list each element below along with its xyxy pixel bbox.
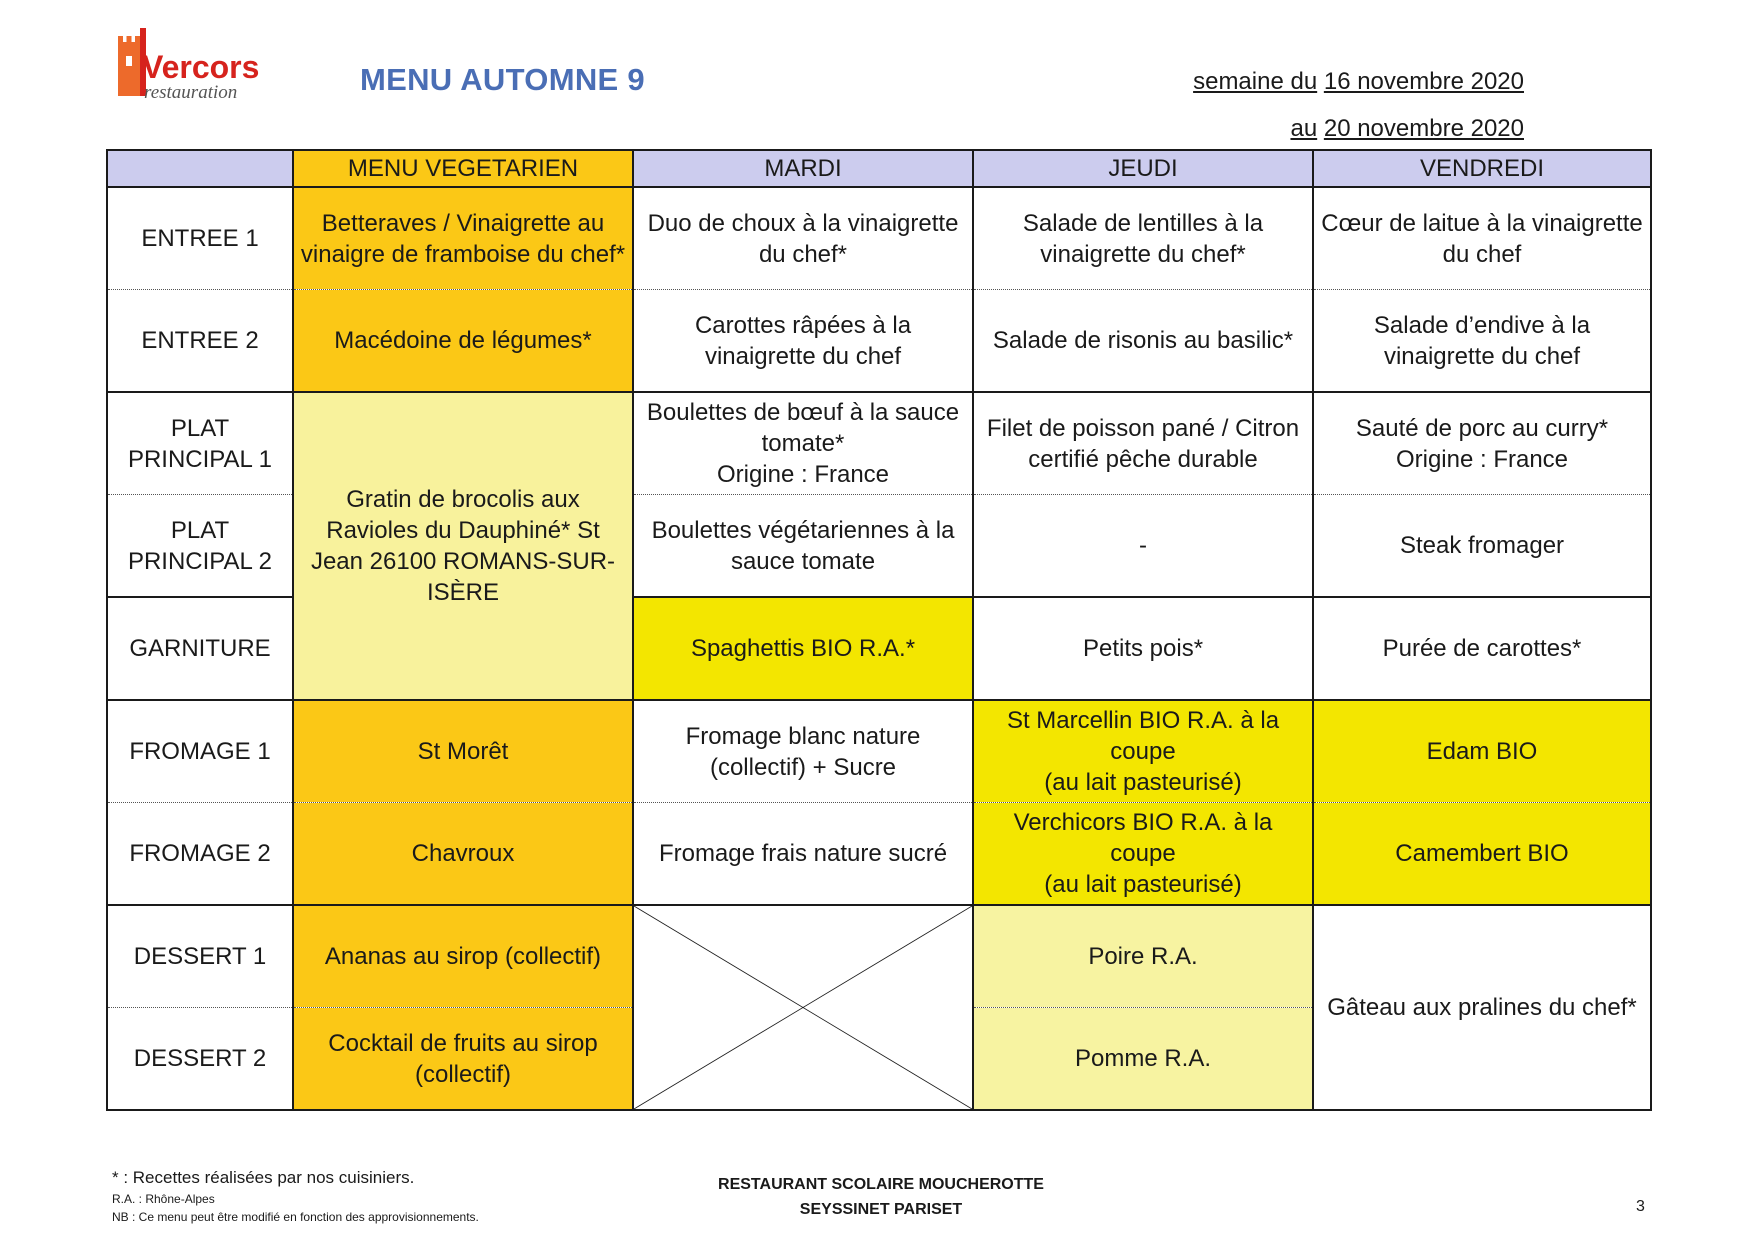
column-header-mardi: MARDI [632, 149, 974, 188]
svg-text:Vercors: Vercors [142, 49, 259, 85]
vercors-logo: Vercors restauration [118, 26, 288, 103]
table-row: DESSERT 1 Ananas au sirop (collectif) Po… [106, 904, 1652, 1111]
menu-cell: Verchicors BIO R.A. à la coupe (au lait … [972, 802, 1314, 906]
footnote-ra: R.A. : Rhône-Alpes [112, 1192, 215, 1206]
menu-cell: Carottes râpées à la vinaigrette du chef [632, 289, 974, 393]
menu-cell: Fromage blanc nature (collectif) + Sucre [632, 699, 974, 803]
menu-cell: Boulettes de bœuf à la sauce tomate* Ori… [632, 391, 974, 495]
menu-cell: Salade de lentilles à la vinaigrette du … [972, 186, 1314, 290]
menu-cell: Spaghettis BIO R.A.* [632, 596, 974, 701]
row-label: ENTREE 2 [106, 289, 294, 393]
table-row: ENTREE 2 Macédoine de légumes* Carottes … [106, 289, 1652, 393]
menu-cell-line: Origine : France [1395, 445, 1569, 473]
menu-cell: Camembert BIO [1312, 802, 1652, 906]
row-label: GARNITURE [106, 596, 294, 701]
cross-mark [634, 906, 972, 1109]
menu-cell-line: (au lait pasteurisé) [1044, 871, 1242, 898]
menu-cell: Edam BIO [1312, 699, 1652, 803]
restaurant-info: RESTAURANT SCOLAIRE MOUCHEROTTE SEYSSINE… [0, 1172, 1754, 1222]
table-row: PLAT PRINCIPAL 1 Gratin de brocolis aux … [106, 391, 1652, 701]
menu-cell-line: St Marcellin BIO R.A. à la coupe [1006, 707, 1280, 765]
menu-cell: Macédoine de légumes* [292, 289, 634, 393]
row-label: FROMAGE 1 [106, 699, 294, 803]
table-row: ENTREE 1 Betteraves / Vinaigrette au vin… [106, 186, 1652, 290]
table-row: PLAT PRINCIPAL 2 Boulettes végétariennes… [106, 494, 1652, 598]
column-header-jeudi: JEUDI [972, 149, 1314, 188]
table-header-row: MENU VEGETARIEN MARDI JEUDI VENDREDI [106, 149, 1652, 188]
menu-cell: Purée de carottes* [1312, 596, 1652, 701]
vendredi-dessert-merged-cell: Gâteau aux pralines du chef* [1312, 904, 1652, 1111]
table-row: DESSERT 2 Cocktail de fruits au sirop (c… [106, 1007, 1651, 1111]
week-from-date: 16 novembre 2020 [1323, 68, 1524, 95]
footnote-recipes: * : Recettes réalisées par nos cuisinier… [112, 1168, 415, 1187]
menu-cell: Pomme R.A. [972, 1007, 1314, 1111]
menu-cell: Fromage frais nature sucré [632, 802, 974, 906]
menu-cell: Steak fromager [1312, 494, 1652, 598]
row-label: ENTREE 1 [106, 186, 294, 290]
menu-cell: Ananas au sirop (collectif) [292, 904, 634, 1008]
menu-cell: St Marcellin BIO R.A. à la coupe (au lai… [972, 699, 1314, 803]
vegetarian-main-merged-cell: Gratin de brocolis aux Ravioles du Dauph… [292, 391, 634, 701]
menu-cell: Poire R.A. [972, 904, 1314, 1008]
menu-cell-line: Sauté de porc au curry* [1355, 414, 1609, 442]
column-header-vegetarian: MENU VEGETARIEN [292, 149, 634, 188]
menu-cell: Cœur de laitue à la vinaigrette du chef [1312, 186, 1652, 290]
restaurant-name: RESTAURANT SCOLAIRE MOUCHEROTTE [718, 1176, 1044, 1193]
row-label: DESSERT 2 [106, 1007, 294, 1111]
footnotes: * : Recettes réalisées par nos cuisinier… [112, 1168, 479, 1224]
menu-cell-line: Boulettes de bœuf à la sauce tomate* [646, 399, 960, 457]
menu-cell: Duo de choux à la vinaigrette du chef* [632, 186, 974, 290]
page-number: 3 [1636, 1198, 1645, 1215]
week-to: au 20 novembre 2020 [1290, 115, 1524, 143]
crossed-out-cell [632, 904, 974, 1111]
table-row: FROMAGE 1 St Morêt Fromage blanc nature … [106, 699, 1652, 803]
menu-cell: Salade d’endive à la vinaigrette du chef [1312, 289, 1652, 393]
menu-cell: St Morêt [292, 699, 634, 803]
menu-cell: Cocktail de fruits au sirop (collectif) [292, 1007, 634, 1111]
menu-table: MENU VEGETARIEN MARDI JEUDI VENDREDI ENT… [106, 149, 1652, 1111]
row-label: PLAT PRINCIPAL 1 [106, 391, 294, 495]
week-to-date: 20 novembre 2020 [1323, 115, 1524, 142]
column-header-vendredi: VENDREDI [1312, 149, 1652, 188]
restaurant-city: SEYSSINET PARISET [799, 1201, 963, 1218]
menu-title: MENU AUTOMNE 9 [360, 62, 645, 97]
menu-cell: - [972, 494, 1314, 598]
menu-cell: Chavroux [292, 802, 634, 906]
svg-text:restauration: restauration [144, 82, 237, 102]
menu-cell: Betteraves / Vinaigrette au vinaigre de … [292, 186, 634, 290]
row-label: PLAT PRINCIPAL 2 [106, 494, 294, 598]
header-empty [106, 149, 294, 188]
menu-cell-line: (au lait pasteurisé) [1044, 769, 1242, 796]
menu-cell: Sauté de porc au curry* Origine : France [1312, 391, 1652, 495]
menu-cell: Boulettes végétariennes à la sauce tomat… [632, 494, 974, 598]
week-from-label: semaine du [1193, 68, 1318, 95]
table-row: FROMAGE 2 Chavroux Fromage frais nature … [106, 802, 1652, 906]
menu-cell-line: Verchicors BIO R.A. à la coupe [1013, 809, 1273, 867]
menu-cell-line: Origine : France [716, 461, 890, 488]
week-to-label: au [1290, 115, 1318, 142]
week-from: semaine du 16 novembre 2020 [1193, 68, 1524, 96]
menu-cell: Salade de risonis au basilic* [972, 289, 1314, 393]
menu-cell: Petits pois* [972, 596, 1314, 701]
menu-cell: Filet de poisson pané / Citron certifié … [972, 391, 1314, 495]
table-row: GARNITURE Spaghettis BIO R.A.* Petits po… [106, 596, 1652, 701]
row-label: DESSERT 1 [106, 904, 294, 1008]
row-label: FROMAGE 2 [106, 802, 294, 906]
footnote-nb: NB : Ce menu peut être modifié en foncti… [112, 1210, 479, 1224]
